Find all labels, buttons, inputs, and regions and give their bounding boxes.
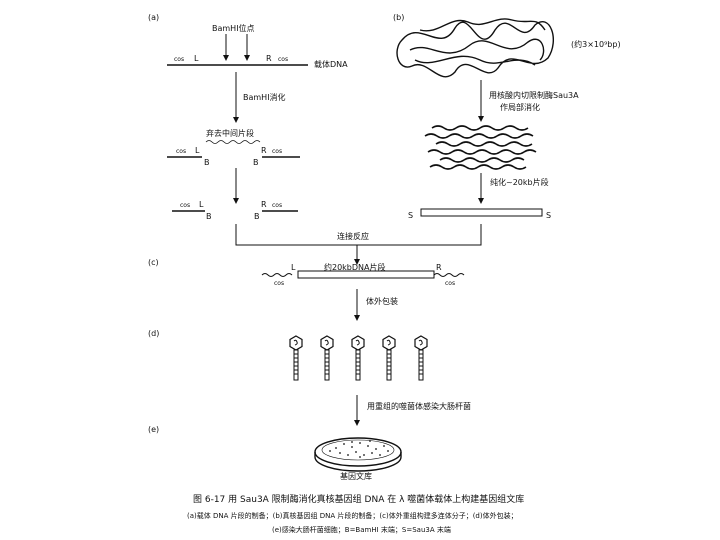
cos-label: cos xyxy=(272,148,282,155)
figure-caption-title: 图 6-17 用 Sau3A 限制酶消化真核基因组 DNA 在 λ 噬菌体载体上… xyxy=(193,493,524,505)
purify-label: 纯化~20kb片段 xyxy=(490,177,549,187)
infect-label: 用重组的噬菌体感染大肠杆菌 xyxy=(367,401,471,411)
purified-fragment xyxy=(420,208,543,217)
phage-icon xyxy=(351,335,365,381)
genomic-dna-coil xyxy=(396,18,554,78)
middle-fragment xyxy=(205,140,261,144)
sau3a-digest-label-2: 作局部消化 xyxy=(500,102,540,112)
figure-caption-line-1: (a)载体 DNA 片段的制备；(b)真核基因组 DNA 片段的制备；(c)体外… xyxy=(187,511,518,520)
cos-label: cos xyxy=(174,56,184,63)
cos-label: cos xyxy=(445,280,455,287)
right-arm-label: R xyxy=(266,54,272,63)
left-arm-label: L xyxy=(194,54,199,63)
left-arm-label: L xyxy=(195,146,200,155)
cos-label: cos xyxy=(176,148,186,155)
bamhi-end-label: B xyxy=(204,158,210,167)
bamhi-end-label: B xyxy=(254,212,260,221)
partial-digest-fragments xyxy=(424,125,537,170)
sau3a-end-label: S xyxy=(408,211,413,220)
phage-icon xyxy=(320,335,334,381)
right-arm-label: R xyxy=(436,263,442,272)
remove-middle-label: 弃去中间片段 xyxy=(206,128,254,138)
cos-label: cos xyxy=(272,202,282,209)
genome-size-label: (约3×10⁹bp) xyxy=(571,39,621,49)
packaging-label: 体外包装 xyxy=(366,296,398,306)
right-arm-label: R xyxy=(261,146,267,155)
insert-label: 约20kbDNA片段 xyxy=(324,262,386,272)
figure-caption-line-2: (e)感染大肠杆菌细胞；B=BamHI 末端；S=Sau3A 末端 xyxy=(272,525,451,534)
phage-icon xyxy=(289,335,303,381)
library-label: 基因文库 xyxy=(340,471,372,481)
panel-label-a: (a) xyxy=(148,13,159,22)
insert-fragment xyxy=(297,270,435,279)
bamhi-end-label: B xyxy=(253,158,259,167)
cos-label: cos xyxy=(274,280,284,287)
petri-dish-icon xyxy=(314,437,402,472)
vector-dna-label: 载体DNA xyxy=(314,59,348,69)
left-arm-label: L xyxy=(199,200,204,209)
ligation-bracket xyxy=(235,224,482,246)
right-arm-label: R xyxy=(261,200,267,209)
phage-icon xyxy=(414,335,428,381)
panel-label-e: (e) xyxy=(148,425,159,434)
left-arm-fragment xyxy=(261,273,293,277)
ligation-label: 连接反应 xyxy=(337,231,369,241)
bamhi-digest-label: BamHI消化 xyxy=(243,92,286,102)
sau3a-end-label: S xyxy=(546,211,551,220)
phage-icon xyxy=(382,335,396,381)
panel-label-d: (d) xyxy=(148,329,159,338)
panel-label-c: (c) xyxy=(148,258,159,267)
bamhi-end-label: B xyxy=(206,212,212,221)
sau3a-digest-label-1: 用核酸内切限制酶Sau3A xyxy=(489,90,579,100)
right-arm-fragment xyxy=(433,273,465,277)
bamhi-site-label: BamHI位点 xyxy=(212,23,255,33)
cos-label: cos xyxy=(180,202,190,209)
left-arm-label: L xyxy=(291,263,296,272)
panel-label-b: (b) xyxy=(393,13,404,22)
cos-label: cos xyxy=(278,56,288,63)
